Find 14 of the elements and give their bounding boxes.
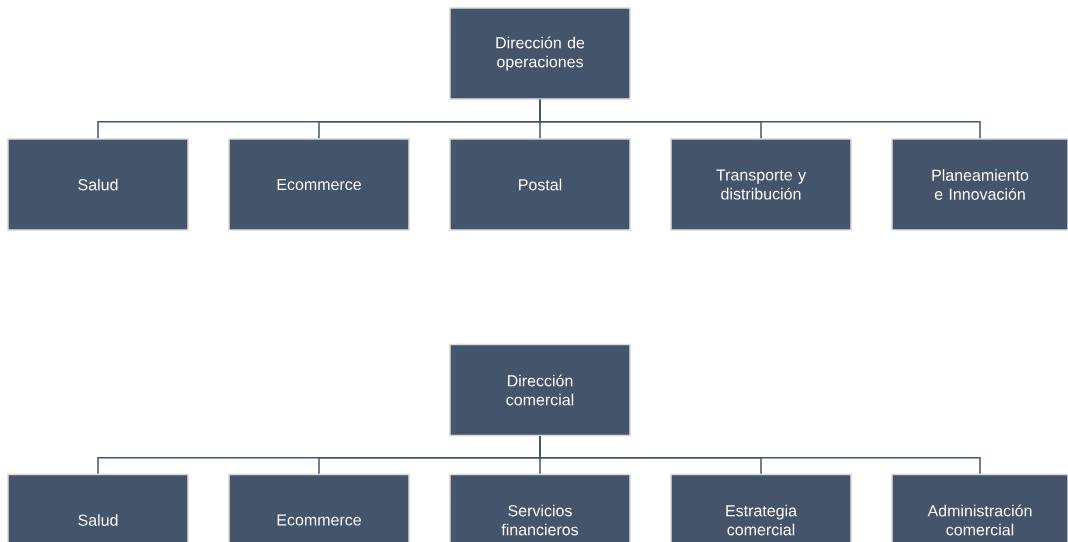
org-box: Transporte y distribución — [670, 138, 852, 231]
org-box: Postal — [449, 138, 631, 231]
org-box: Salud — [7, 138, 189, 231]
org-box: Dirección comercial — [449, 343, 631, 437]
connector-line — [539, 435, 981, 475]
org-box: Estrategia comercial — [670, 473, 852, 542]
org-box: Ecommerce — [228, 473, 410, 542]
org-box: Servicios financieros — [449, 473, 631, 542]
org-box: Salud — [7, 473, 189, 542]
org-box: Administración comercial — [891, 473, 1068, 542]
org-box: Planeamiento e Innovación — [891, 138, 1068, 231]
connector-line — [539, 99, 981, 139]
org-box: Ecommerce — [228, 138, 410, 231]
org-box: Dirección de operaciones — [449, 7, 631, 100]
